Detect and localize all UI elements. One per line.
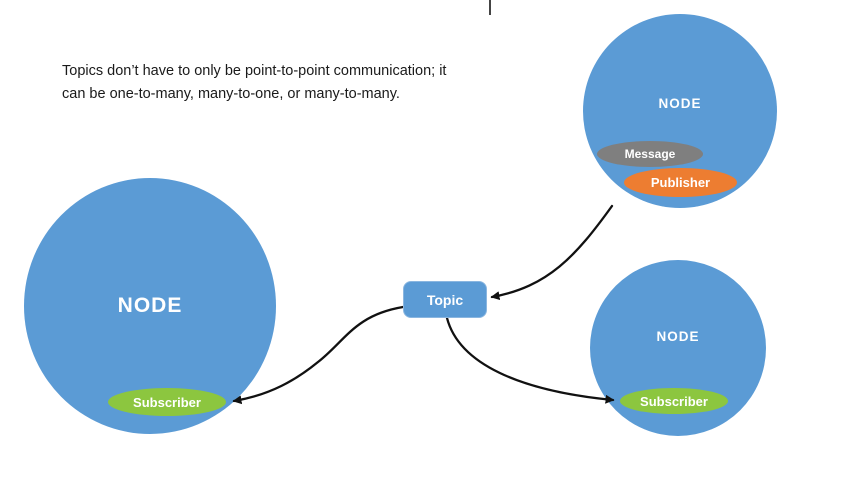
arrow-publisher-to-topic: [490, 204, 614, 301]
subscriber-pill-left: Subscriber: [108, 388, 226, 416]
caption-text: Topics don’t have to only be point-to-po…: [62, 60, 502, 106]
subscriber-left-label: Subscriber: [133, 394, 201, 410]
arrow-topic-to-right-subscriber: [445, 316, 615, 404]
subscriber-right-label: Subscriber: [640, 393, 708, 409]
topic-label: Topic: [426, 291, 464, 308]
node-left-label: NODE: [117, 294, 183, 317]
top-tick-mark: [489, 0, 491, 15]
publisher-label: Publisher: [650, 175, 711, 190]
caption-line-2: can be one-to-many, many-to-one, or many…: [62, 86, 400, 102]
message-label: Message: [624, 147, 676, 161]
caption-line-1: Topics don’t have to only be point-to-po…: [62, 63, 447, 79]
publisher-pill: Publisher: [624, 168, 737, 197]
node-top-right-label: NODE: [658, 95, 702, 111]
message-pill: Message: [597, 141, 703, 167]
subscriber-pill-right: Subscriber: [620, 388, 728, 414]
node-bottom-right-label: NODE: [656, 328, 700, 344]
topic-box: Topic: [403, 281, 487, 318]
